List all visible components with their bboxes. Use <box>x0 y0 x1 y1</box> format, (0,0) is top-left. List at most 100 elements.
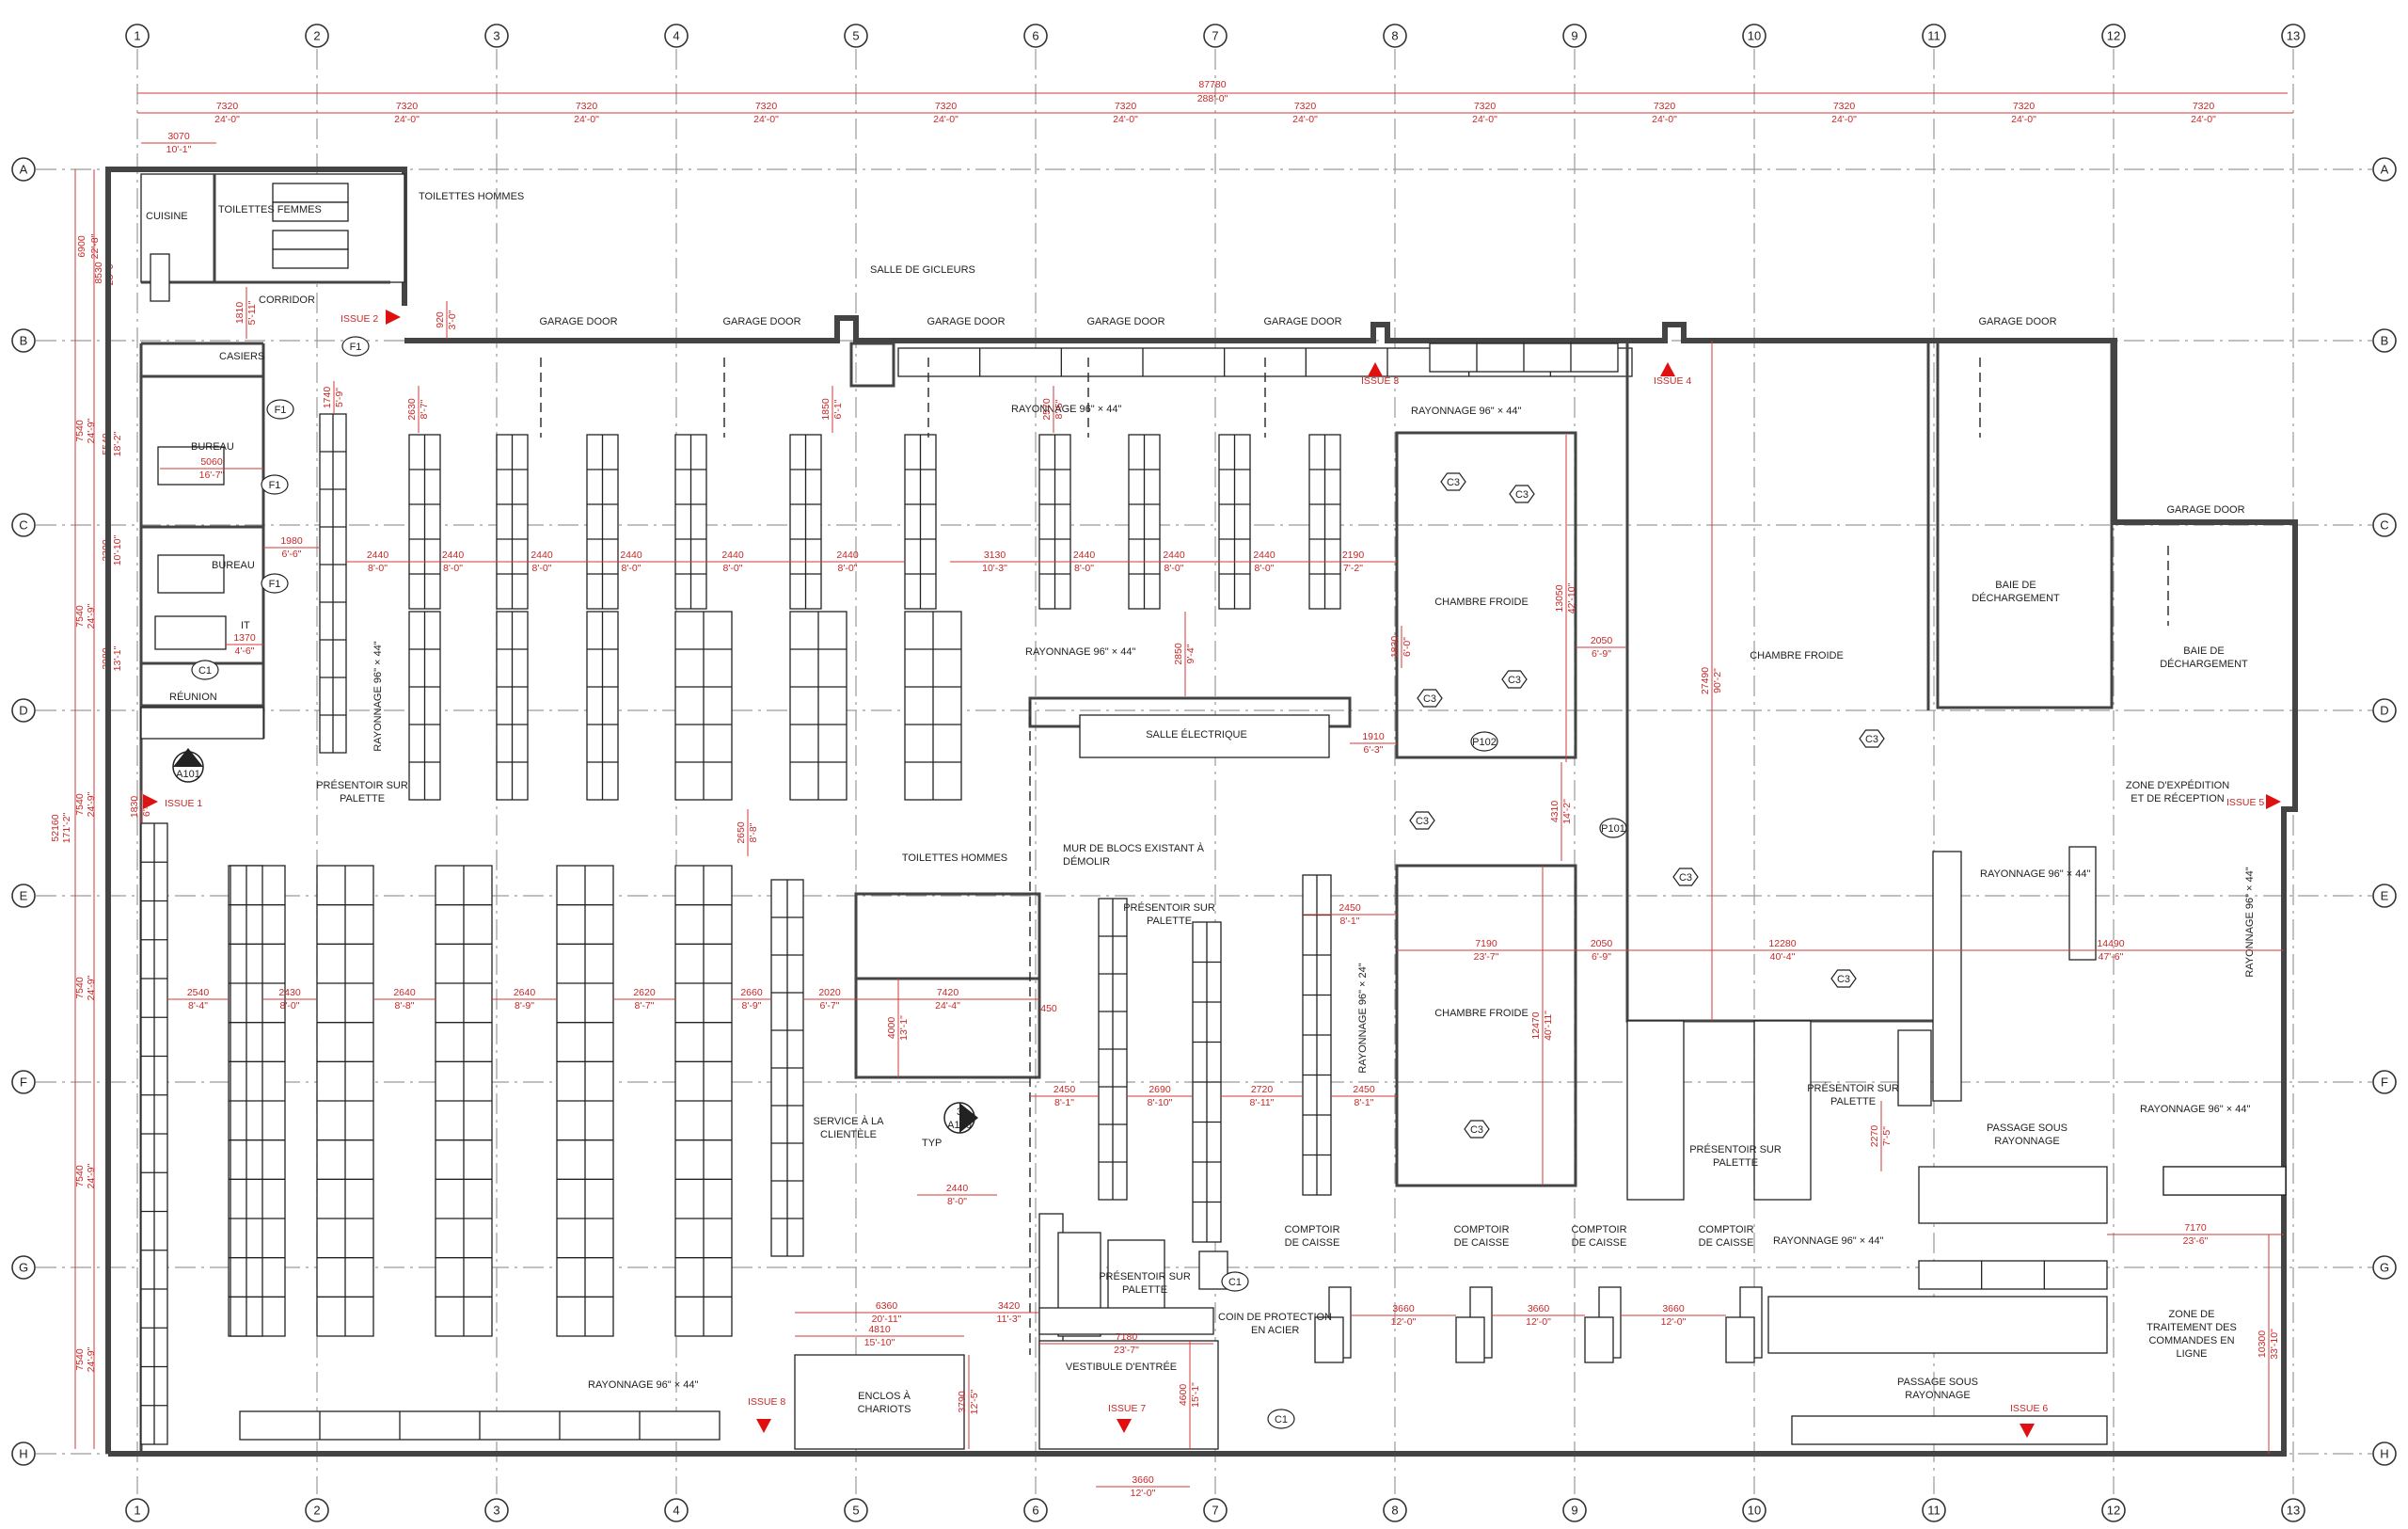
dim-mm: 1830 <box>129 796 140 819</box>
left-dim: 24'-9" <box>86 975 97 1000</box>
dim-ft: 8'-11" <box>1250 1097 1275 1108</box>
grid-bubble-label: 1 <box>134 29 140 43</box>
dim-mm: 12470 <box>1530 1011 1542 1039</box>
dim-ft: 9'-4" <box>1185 644 1196 663</box>
rayonnage-label: RAYONNAGE 96" × 44" <box>2244 867 2256 977</box>
grid-bubble-label: G <box>2380 1261 2389 1275</box>
grid-bubble-label: 3 <box>493 29 499 43</box>
room-zone-traitement: ZONE DE <box>2169 1309 2215 1320</box>
grid-bubble-label: C <box>2380 518 2388 533</box>
tag-p101-oval <box>1599 818 1627 838</box>
dim-mm: 2190 <box>1342 549 1365 561</box>
room-salle-electrique: SALLE ÉLECTRIQUE <box>1146 728 1247 741</box>
room-chambre-froide-1: CHAMBRE FROIDE <box>1434 597 1529 608</box>
dim-mm: 3660 <box>1132 1474 1154 1486</box>
grid-bubble-label: 11 <box>1927 29 1941 43</box>
dim-ft: 3'-0" <box>447 310 458 329</box>
dim-mm: 2440 <box>1163 549 1185 561</box>
dim-ft: 5'-11" <box>246 300 258 325</box>
left-dim: 13'-1" <box>112 645 123 671</box>
dim-ft: 8'-9" <box>515 1000 534 1011</box>
dim-ft: 8'-0" <box>1074 563 1094 574</box>
grid-bubble <box>11 698 36 723</box>
left-dimensions: 6900 22'-8" 8530 28'-0" 7540 24'-9" 5540… <box>50 169 123 1449</box>
left-dim: 7540 <box>74 420 86 442</box>
grid-bubble <box>11 1255 36 1280</box>
dim-ft: 8'-0" <box>532 563 552 574</box>
grid-bubble-label: 4 <box>673 1504 679 1518</box>
dim-ft: 8'-1" <box>1054 1097 1074 1108</box>
tag-c1: C1 <box>1228 1277 1242 1288</box>
grid-bubble <box>11 1441 36 1466</box>
issue-marker-icon <box>1660 362 1675 376</box>
grid-bubble-label: H <box>2380 1447 2388 1461</box>
rayonnage-label: RAYONNAGE 96" × 44" <box>372 641 384 751</box>
dim-ft: 11'-3" <box>997 1314 1022 1325</box>
note-coin-protection: COIN DE PROTECTION <box>1218 1312 1332 1323</box>
grid-bubble-label: E <box>2381 889 2389 903</box>
rack <box>1918 1260 2108 1290</box>
tag-c3-hex <box>1672 868 1699 886</box>
grid-bubble <box>11 1070 36 1094</box>
dim-ft: 5'-9" <box>334 388 345 407</box>
grid-bubble-label: 13 <box>2287 1504 2300 1518</box>
tag-f1-oval <box>261 573 289 594</box>
dim-mm: 2440 <box>1253 549 1275 561</box>
dim-mm: 4600 <box>1178 1384 1189 1407</box>
dim-ft: 6'-6" <box>282 549 302 560</box>
room-baie-2: DÉCHARGEMENT <box>2160 658 2248 670</box>
tag-c3-hex <box>1830 969 1857 988</box>
presentoir-label: PRÉSENTOIR SUR <box>1099 1270 1191 1282</box>
grid-bubble-label: 13 <box>2287 29 2300 43</box>
grid-bubble <box>664 1498 689 1522</box>
issue-marker-icon <box>2020 1424 2035 1438</box>
grid-bubble-label: 5 <box>852 29 859 43</box>
room-zone-expedition: ZONE D'EXPÉDITION <box>2126 779 2229 791</box>
grid-bubble <box>2372 1070 2397 1094</box>
garage-door-label: GARAGE DOOR <box>1978 316 2056 327</box>
dim-mm: 3660 <box>1528 1303 1550 1314</box>
dim-ft: 15'-10" <box>864 1337 895 1348</box>
dim-mm: 2540 <box>187 987 210 998</box>
fixture-labels: RAYONNAGE 96" × 44" RAYONNAGE 96" × 44" RA… <box>316 404 2256 1401</box>
issue-label: ISSUE 8 <box>748 1396 785 1408</box>
dim-mm: 2050 <box>1591 938 1613 949</box>
grid-bubble <box>2281 1498 2305 1522</box>
grid-bubble <box>1203 1498 1228 1522</box>
dim-mm: 2640 <box>514 987 536 998</box>
grid-bubble <box>844 24 868 48</box>
left-dim: 18'-2" <box>112 431 123 456</box>
dim-ft: 8'-0" <box>443 563 463 574</box>
dim-ft: 8'-0" <box>723 563 743 574</box>
dim-mm: 6360 <box>876 1300 898 1312</box>
tag-c3-hex <box>1859 729 1885 748</box>
tag-f1: F1 <box>269 480 281 491</box>
dim-ft: 8'-0" <box>280 1000 300 1011</box>
grid-bubble <box>11 513 36 537</box>
dim-ft: 8'-7" <box>419 399 430 419</box>
room-it: IT <box>241 620 250 631</box>
passage-label: RAYONNAGE <box>1905 1390 1970 1401</box>
dim-mm: 1370 <box>233 632 256 644</box>
dim-mm: 2630 <box>406 398 418 421</box>
presentoir-label: PALETTE <box>1830 1096 1876 1107</box>
dim-ft: 6'-3" <box>1364 744 1384 756</box>
grid-bubble <box>1562 1498 1587 1522</box>
dim-mm: 1980 <box>280 535 303 547</box>
dim-ft: 8'-8" <box>748 822 759 842</box>
dim-ft: 23'-7" <box>1474 951 1499 963</box>
dim-mm: 3420 <box>998 1300 1021 1312</box>
grid-bubble-label: 6 <box>1032 1504 1038 1518</box>
grid-bubble-label: 5 <box>852 1504 859 1518</box>
bay-dim-mm: 7320 <box>396 101 419 112</box>
comptoir-label: DE CAISSE <box>1454 1237 1510 1249</box>
bay-dim-ft: 24'-0" <box>1113 114 1138 125</box>
room-salle-gicleurs: SALLE DE GICLEURS <box>870 264 975 276</box>
tag-c1-oval <box>1267 1409 1295 1429</box>
